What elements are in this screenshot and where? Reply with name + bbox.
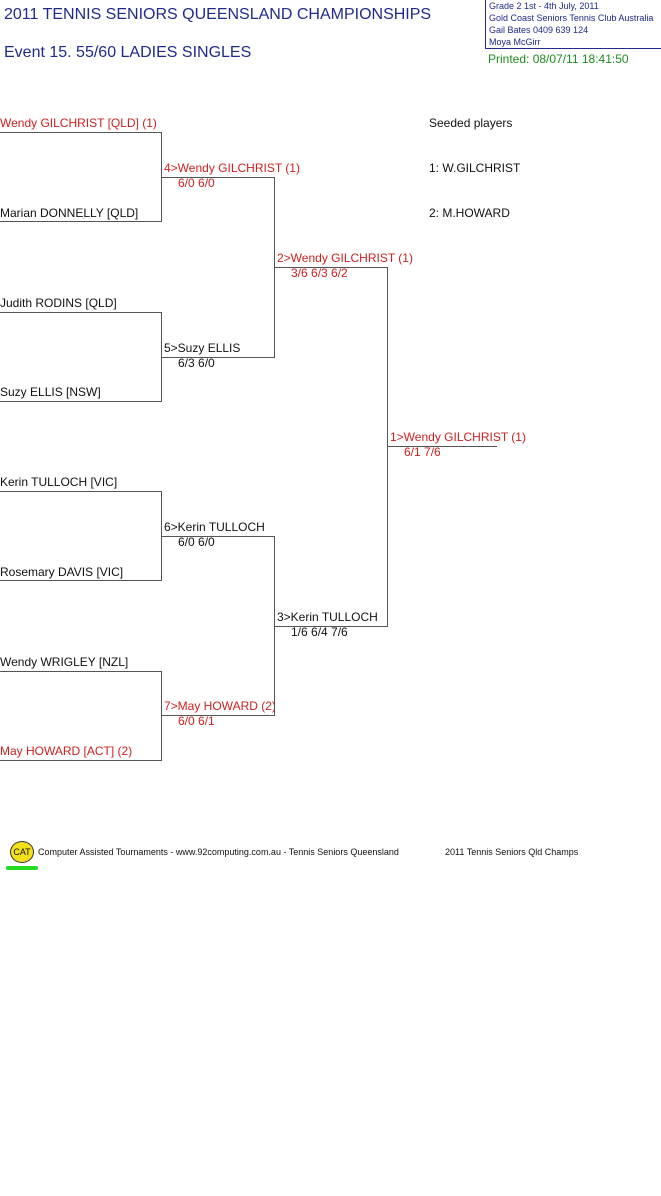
round1-player: Rosemary DAVIS [VIC] bbox=[0, 565, 124, 579]
round2-score: 6/0 6/1 bbox=[178, 714, 215, 728]
cat-logo-icon: CAT bbox=[10, 841, 34, 863]
round2-winner: 4>Wendy GILCHRIST (1) bbox=[164, 161, 300, 175]
bracket-line bbox=[0, 671, 161, 672]
bracket-line bbox=[0, 491, 161, 492]
info-line-referee: Moya McGirr bbox=[489, 37, 541, 47]
bracket-line bbox=[0, 132, 161, 133]
round2-score: 6/0 6/0 bbox=[178, 176, 215, 190]
semifinal-score: 3/6 6/3 6/2 bbox=[291, 266, 348, 280]
bracket-connector bbox=[161, 671, 162, 761]
round1-player: Wendy GILCHRIST [QLD] (1) bbox=[0, 116, 157, 130]
info-line-grade: Grade 2 1st - 4th July, 2011 bbox=[489, 1, 599, 11]
bracket-line bbox=[0, 580, 161, 581]
tournament-info-box: Grade 2 1st - 4th July, 2011 Gold Coast … bbox=[485, 0, 661, 49]
round1-player: May HOWARD [ACT] (2) bbox=[0, 744, 133, 758]
round2-score: 6/3 6/0 bbox=[178, 356, 215, 370]
round2-winner: 5>Suzy ELLIS bbox=[164, 341, 241, 355]
round1-player: Kerin TULLOCH [VIC] bbox=[0, 475, 118, 489]
final-score: 6/1 7/6 bbox=[404, 445, 441, 459]
round1-player: Marian DONNELLY [QLD] bbox=[0, 206, 139, 220]
bracket-line bbox=[161, 536, 274, 537]
printed-timestamp: Printed: 08/07/11 18:41:50 bbox=[488, 52, 629, 66]
bracket-line bbox=[161, 177, 274, 178]
tournament-title: 2011 TENNIS SENIORS QUEENSLAND CHAMPIONS… bbox=[4, 6, 432, 23]
event-title: Event 15. 55/60 LADIES SINGLES bbox=[4, 44, 252, 61]
info-line-club: Gold Coast Seniors Tennis Club Australia bbox=[489, 13, 654, 23]
round1-player: Judith RODINS [QLD] bbox=[0, 296, 117, 310]
bracket-line bbox=[0, 760, 161, 761]
bracket-line bbox=[274, 626, 387, 627]
footer-event-name: 2011 Tennis Seniors Qld Champs bbox=[445, 847, 579, 857]
round1-player: Suzy ELLIS [NSW] bbox=[0, 385, 101, 399]
info-line-contact: Gail Bates 0409 639 124 bbox=[489, 25, 589, 35]
seed-2: 2: M.HOWARD bbox=[429, 206, 510, 220]
round2-winner: 7>May HOWARD (2) bbox=[164, 699, 276, 713]
semifinal-winner: 3>Kerin TULLOCH bbox=[277, 610, 378, 624]
seed-1: 1: W.GILCHRIST bbox=[429, 161, 521, 175]
bracket-line bbox=[0, 221, 161, 222]
semifinal-score: 1/6 6/4 7/6 bbox=[291, 625, 348, 639]
round1-player: Wendy WRIGLEY [NZL] bbox=[0, 655, 129, 669]
round2-score: 6/0 6/0 bbox=[178, 535, 215, 549]
round2-winner: 6>Kerin TULLOCH bbox=[164, 520, 265, 534]
bracket-line bbox=[387, 446, 497, 447]
champion-name: 1>Wendy GILCHRIST (1) bbox=[390, 430, 526, 444]
bracket-connector bbox=[387, 267, 388, 627]
footer-credits: Computer Assisted Tournaments - www.92co… bbox=[38, 847, 399, 857]
bracket-line bbox=[0, 401, 161, 402]
logo-underline bbox=[6, 866, 38, 870]
bracket-line bbox=[0, 312, 161, 313]
bracket-line bbox=[274, 267, 387, 268]
seeds-heading: Seeded players bbox=[429, 116, 513, 130]
bracket-line bbox=[161, 357, 274, 358]
semifinal-winner: 2>Wendy GILCHRIST (1) bbox=[277, 251, 413, 265]
bracket-line bbox=[161, 715, 274, 716]
